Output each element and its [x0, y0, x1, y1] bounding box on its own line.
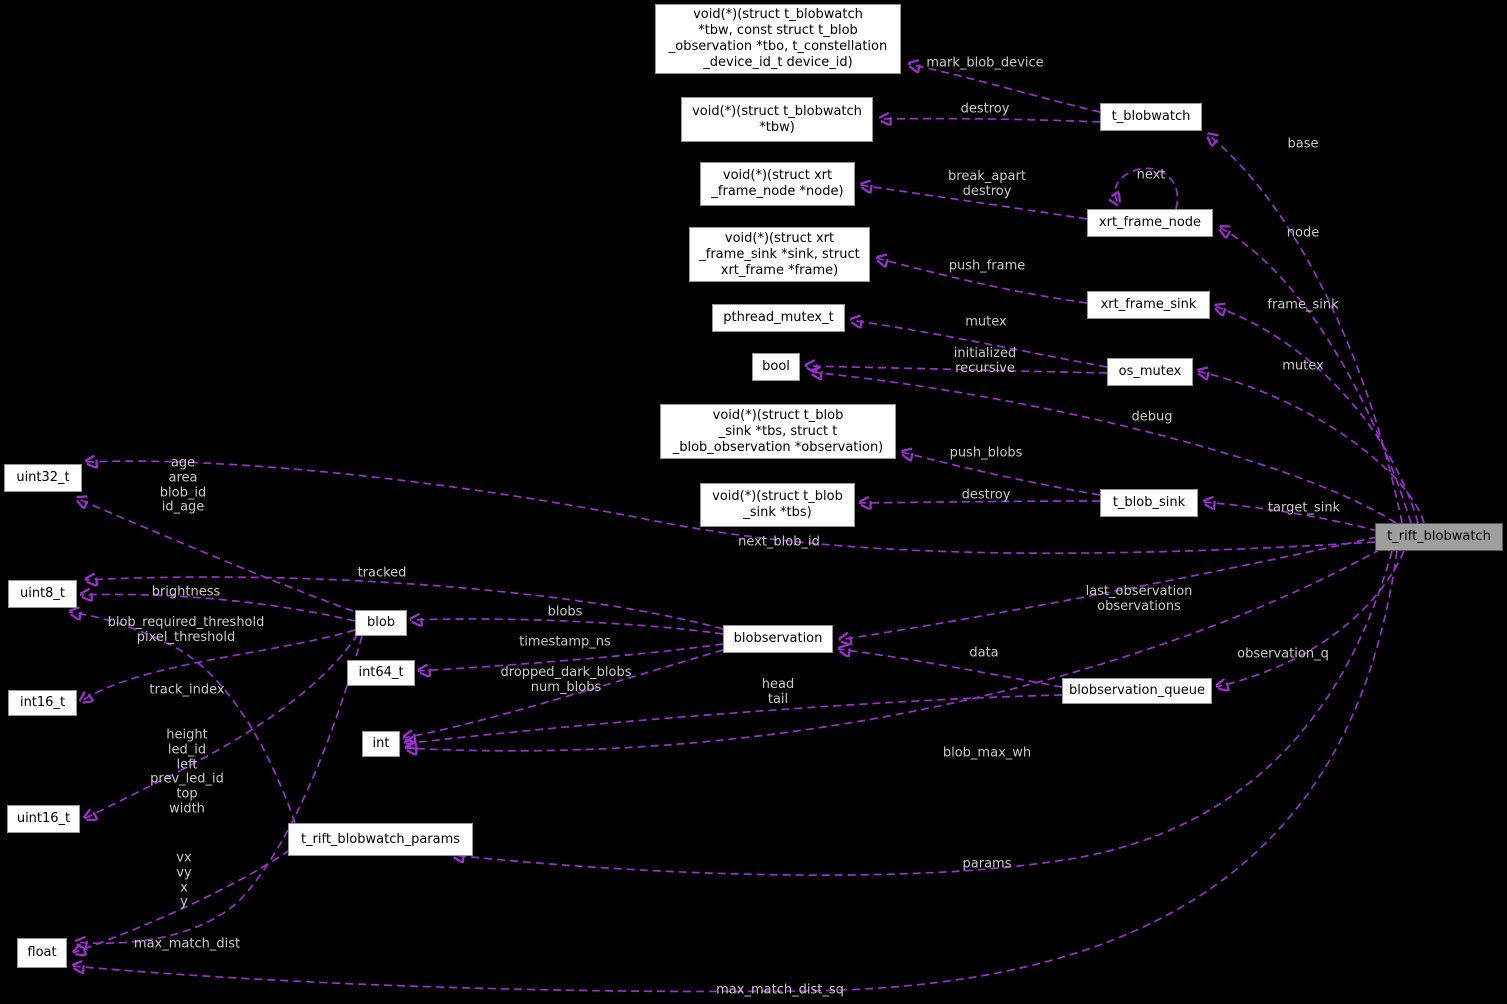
- edge-label-destroy-blob-sink: destroy: [961, 487, 1011, 503]
- edge-label-node: node: [1286, 225, 1320, 241]
- edge-mark-blob-device: [908, 64, 1101, 113]
- node-pthread-mutex-t[interactable]: pthread_mutex_t: [712, 304, 845, 332]
- edge-label-vx-vy-x-y: vx vy x y: [176, 850, 192, 910]
- node-t-blob-sink[interactable]: t_blob_sink: [1100, 489, 1198, 517]
- node-blobservation[interactable]: blobservation: [723, 625, 833, 653]
- node-uint16-t[interactable]: uint16_t: [7, 805, 80, 833]
- node-fn-frame-sink[interactable]: void(*)(struct xrt _frame_sink *sink, st…: [689, 227, 870, 282]
- edge-blob-geometry: [84, 633, 359, 819]
- node-fn-mark-blob-device[interactable]: void(*)(struct t_blobwatch *tbw, const s…: [655, 4, 901, 74]
- edge-label-data: data: [969, 645, 999, 661]
- node-os-mutex[interactable]: os_mutex: [1107, 358, 1193, 386]
- edge-node: [1219, 227, 1412, 524]
- edge-label-max-match-dist: max_match_dist: [133, 936, 241, 952]
- node-blobservation-queue[interactable]: blobservation_queue: [1062, 678, 1212, 704]
- node-t-rift-blobwatch-params[interactable]: t_rift_blobwatch_params: [288, 823, 473, 856]
- node-fn-push-blobs[interactable]: void(*)(struct t_blob _sink *tbs, struct…: [660, 404, 896, 459]
- edge-initialized-recursive: [805, 366, 1108, 373]
- edge-label-blob-max-wh: blob_max_wh: [942, 745, 1032, 761]
- node-fn-frame-node[interactable]: void(*)(struct xrt _frame_node *node): [700, 162, 855, 206]
- edge-label-thresholds: blob_required_threshold pixel_threshold: [107, 615, 265, 645]
- node-fn-destroy-tbw[interactable]: void(*)(struct t_blobwatch *tbw): [681, 97, 873, 142]
- edge-last-observation: [839, 536, 1378, 640]
- edge-label-timestamp-ns: timestamp_ns: [519, 634, 611, 650]
- edge-head-tail: [404, 694, 1063, 744]
- edge-timestamp-ns: [418, 643, 724, 671]
- edge-mutex-rift: [1197, 371, 1425, 524]
- node-t-rift-blobwatch[interactable]: t_rift_blobwatch: [1375, 523, 1503, 551]
- edge-label-next-blob-id: next_blob_id: [738, 534, 820, 550]
- edge-label-head-tail: head tail: [761, 677, 795, 707]
- edge-label-break-apart-destroy: break_apart destroy: [948, 169, 1026, 199]
- edge-label-last-observation: last_observation observations: [1085, 584, 1193, 614]
- edge-label-max-match-dist-sq: max_match_dist_sq: [716, 982, 844, 998]
- edge-label-brightness: brightness: [151, 584, 221, 600]
- node-uint32-t[interactable]: uint32_t: [4, 464, 82, 492]
- edge-vx-vy-x-y: [75, 635, 363, 943]
- edge-debug: [810, 372, 1397, 524]
- edge-label-initialized-recursive: initialized recursive: [953, 346, 1017, 376]
- edge-label-observation-q: observation_q: [1237, 646, 1329, 662]
- edge-label-frame-sink: frame_sink: [1267, 297, 1339, 313]
- node-uint8-t[interactable]: uint8_t: [8, 580, 77, 608]
- node-t-blobwatch[interactable]: t_blobwatch: [1100, 103, 1202, 131]
- edge-label-blob-geometry: height led_id left prev_led_id top width: [150, 727, 224, 817]
- edge-label-tracked: tracked: [357, 565, 407, 581]
- edge-age-area: [76, 498, 354, 612]
- edge-label-dropped-dark-blobs: dropped_dark_blobs num_blobs: [500, 665, 632, 695]
- node-xrt-frame-sink[interactable]: xrt_frame_sink: [1087, 291, 1210, 319]
- edge-label-params: params: [962, 856, 1012, 872]
- edge-brightness: [80, 594, 356, 622]
- edge-label-mutex-pthread: mutex: [965, 314, 1007, 330]
- edge-max-match-dist: [73, 849, 291, 953]
- edge-next-blob-id: [85, 461, 1376, 555]
- edge-frame-sink: [1214, 306, 1419, 524]
- edge-label-mark-blob-device: mark_blob_device: [926, 55, 1044, 71]
- edge-params: [452, 550, 1393, 876]
- edge-break-apart-destroy: [860, 185, 1088, 220]
- edge-dropped-dark-blobs: [403, 649, 724, 738]
- node-fn-destroy-tbs[interactable]: void(*)(struct t_blob _sink *tbs): [700, 483, 855, 527]
- edge-max-match-dist-sq: [72, 550, 1398, 993]
- edge-label-mutex-rift: mutex: [1282, 358, 1324, 374]
- edge-observation-q: [1216, 550, 1405, 687]
- node-bool[interactable]: bool: [752, 353, 800, 381]
- edge-label-age-area-blob-id-id-age: age area blob_id id_age: [159, 455, 207, 515]
- edge-target-sink: [1203, 502, 1379, 532]
- edge-data: [838, 649, 1063, 688]
- edge-base: [1207, 134, 1403, 524]
- edge-track-index: [80, 629, 356, 702]
- edge-label-next: next: [1136, 167, 1166, 183]
- edge-label-push-blobs: push_blobs: [949, 445, 1023, 461]
- edge-label-target-sink: target_sink: [1267, 500, 1341, 516]
- node-blob[interactable]: blob: [355, 610, 407, 636]
- edge-label-blobs: blobs: [547, 604, 583, 620]
- edge-label-track-index: track_index: [149, 682, 225, 698]
- edge-next-self-loop: [1115, 167, 1179, 209]
- edge-blob-max-wh: [405, 548, 1382, 751]
- node-int16-t[interactable]: int16_t: [8, 690, 77, 716]
- edge-mutex-pthread: [850, 320, 1108, 368]
- node-int[interactable]: int: [362, 731, 400, 757]
- edge-destroy-blobwatch: [879, 119, 1101, 122]
- edge-thresholds: [69, 612, 296, 824]
- edge-blobs: [410, 619, 724, 635]
- edge-push-frame: [876, 258, 1088, 304]
- edge-label-push-frame: push_frame: [948, 258, 1026, 274]
- node-int64-t[interactable]: int64_t: [347, 660, 415, 686]
- edge-destroy-blob-sink: [859, 501, 1101, 503]
- node-xrt-frame-node[interactable]: xrt_frame_node: [1087, 209, 1213, 237]
- edge-push-blobs: [901, 452, 1101, 496]
- edge-label-base: base: [1287, 136, 1319, 152]
- edge-label-destroy-blobwatch: destroy: [960, 101, 1010, 117]
- node-float[interactable]: float: [17, 938, 67, 968]
- edge-label-debug: debug: [1131, 409, 1173, 425]
